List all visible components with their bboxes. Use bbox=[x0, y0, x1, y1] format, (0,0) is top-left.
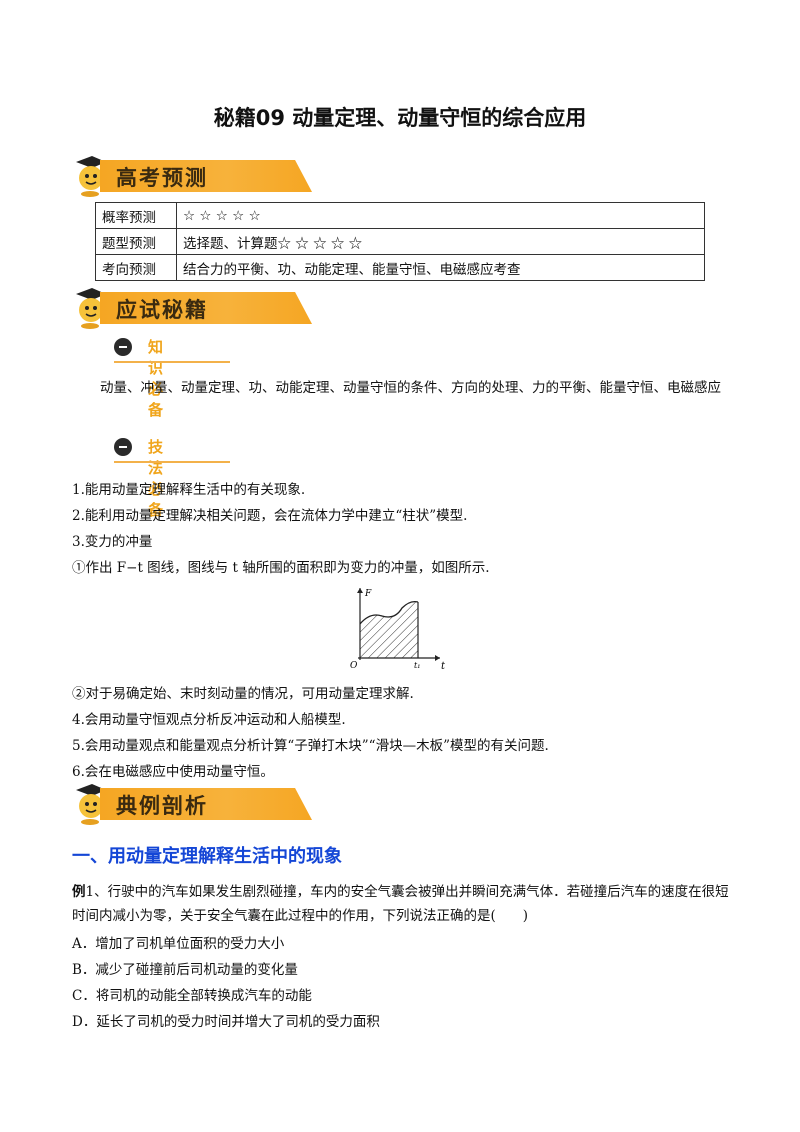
table-cell-key: 概率预测 bbox=[95, 202, 177, 229]
skill-item: 6.会在电磁感应中使用动量守恒。 bbox=[72, 764, 274, 780]
x-axis-label: t bbox=[441, 661, 446, 672]
table-cell-value: 选择题、计算题☆ ☆ ☆ ☆ ☆ bbox=[176, 228, 705, 255]
skill-item: 2.能利用动量定理解决相关问题，会在流体力学中建立“柱状”模型. bbox=[72, 508, 468, 524]
table-row: 考向预测 结合力的平衡、功、动能定理、能量守恒、电磁感应考查 bbox=[95, 254, 705, 281]
forecast-table: 概率预测 ☆ ☆ ☆ ☆ ☆ 题型预测 选择题、计算题☆ ☆ ☆ ☆ ☆ 考向预… bbox=[95, 202, 705, 281]
skill-item: 1.能用动量定理解释生活中的有关现象. bbox=[72, 482, 306, 498]
skill-item: ②对于易确定始、末时刻动量的情况，可用动量定理求解. bbox=[72, 686, 414, 702]
table-row: 概率预测 ☆ ☆ ☆ ☆ ☆ bbox=[95, 202, 705, 229]
divider bbox=[114, 361, 230, 363]
mascot-icon bbox=[76, 784, 106, 825]
section-title-examples: 典例剖析 bbox=[116, 794, 208, 818]
skill-item: 4.会用动量守恒观点分析反冲运动和人船模型. bbox=[72, 712, 346, 728]
example-question: 例1、行驶中的汽车如果发生剧烈碰撞，车内的安全气囊会被弹出并瞬间充满气体．若碰撞… bbox=[72, 880, 732, 928]
skill-item: 3.变力的冲量 bbox=[72, 534, 153, 550]
origin-label: O bbox=[350, 661, 358, 671]
y-axis-label: F bbox=[364, 589, 372, 599]
subheader-label: 知识必备 bbox=[148, 338, 165, 419]
table-row: 题型预测 选择题、计算题☆ ☆ ☆ ☆ ☆ bbox=[95, 228, 705, 255]
mascot-icon bbox=[76, 156, 106, 197]
tick-label: t₁ bbox=[414, 661, 420, 670]
skill-item: ①作出 F−t 图线，图线与 t 轴所围的面积即为变力的冲量，如图所示. bbox=[72, 560, 490, 576]
table-cell-value: ☆ ☆ ☆ ☆ ☆ bbox=[176, 202, 705, 229]
section-title-forecast: 高考预测 bbox=[116, 166, 208, 190]
option-a: A．增加了司机单位面积的受力大小 bbox=[72, 936, 285, 952]
example-label: 例 bbox=[72, 884, 86, 900]
subheader-label: 技法必备 bbox=[148, 438, 165, 519]
table-cell-key: 考向预测 bbox=[95, 254, 177, 281]
knowledge-text: 动量、冲量、动量定理、功、动能定理、动量守恒的条件、方向的处理、力的平衡、能量守… bbox=[100, 380, 721, 396]
force-curve bbox=[359, 600, 419, 625]
x-axis-arrow-icon bbox=[435, 655, 440, 661]
divider bbox=[114, 461, 230, 463]
table-cell-key: 题型预测 bbox=[95, 228, 177, 255]
impulse-area bbox=[360, 601, 418, 658]
page-title: 秘籍09 动量定理、动量守恒的综合应用 bbox=[213, 106, 587, 130]
option-d: D．延长了司机的受力时间并增大了司机的受力面积 bbox=[72, 1014, 380, 1030]
skill-item: 5.会用动量观点和能量观点分析计算“子弹打木块”“滑块—木板”模型的有关问题. bbox=[72, 738, 549, 754]
section-title-tips: 应试秘籍 bbox=[116, 298, 208, 322]
bullet-icon bbox=[114, 438, 132, 456]
y-axis-arrow-icon bbox=[357, 588, 363, 593]
option-c: C．将司机的动能全部转换成汽车的动能 bbox=[72, 988, 312, 1004]
example-text: 1、行驶中的汽车如果发生剧烈碰撞，车内的安全气囊会被弹出并瞬间充满气体．若碰撞后… bbox=[72, 884, 729, 924]
f-t-graph-figure: F t O t₁ bbox=[350, 588, 446, 672]
heading-section-one: 一、用动量定理解释生活中的现象 bbox=[72, 846, 342, 867]
bullet-icon bbox=[114, 338, 132, 356]
option-b: B．减少了碰撞前后司机动量的变化量 bbox=[72, 962, 298, 978]
table-cell-value: 结合力的平衡、功、动能定理、能量守恒、电磁感应考查 bbox=[176, 254, 705, 281]
